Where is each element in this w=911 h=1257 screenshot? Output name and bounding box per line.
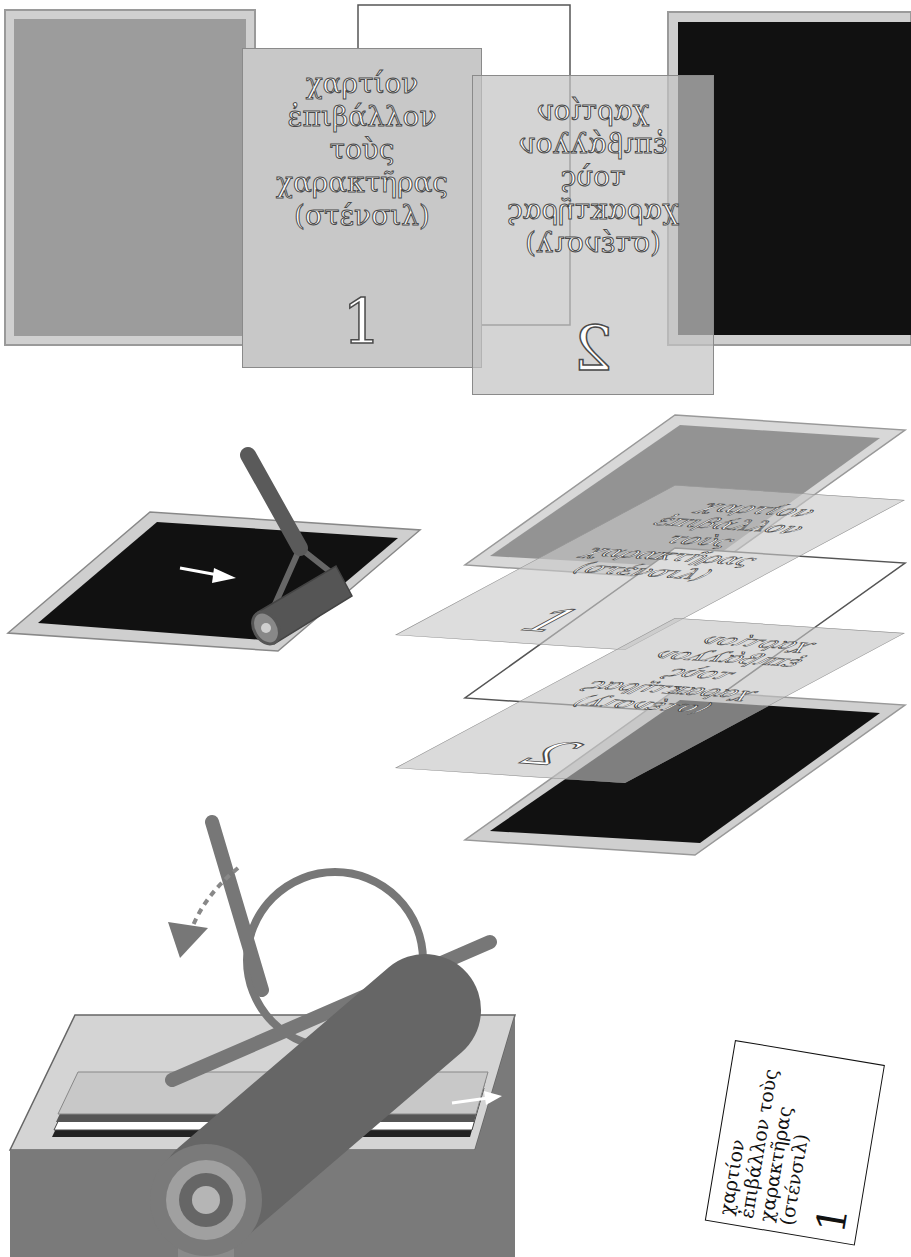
sheet-content: χαρτίον ἐπιβάλλον τοὺς χαρακτῆρας (στένσ…: [473, 76, 713, 394]
sheet-number: 2: [573, 318, 612, 380]
press-cylinder-end: [150, 1144, 262, 1256]
press-cylinder-hub: [179, 1173, 233, 1227]
stencil-text: χαρτίον ἐπιβάλλον τοὺς χαρακτῆρας (στένσ…: [253, 67, 471, 232]
grey-plate: [5, 10, 255, 345]
roller-end: [247, 607, 285, 648]
stencil-text: χαρτίον ἐπιβάλλον τοὺς χαρακτῆρας (στένσ…: [483, 94, 703, 259]
press-cylinder-ring: [166, 1160, 246, 1240]
sheet-number: 1: [342, 291, 381, 353]
roller-handle: [248, 455, 300, 548]
roller-axle: [261, 623, 271, 633]
press-axle: [192, 1186, 220, 1214]
stencil-text: χαρτίον ἐπιβάλλον τοὺς χαρακτῆρας (στένσ…: [715, 1052, 823, 1226]
sheet-content: χαρτίον ἐπιβάλλον τοὺς χαρακτῆρας (στένσ…: [706, 1041, 886, 1247]
printed-sheet: χαρτίον ἐπιβάλλον τοὺς χαρακτῆρας (στένσ…: [705, 1040, 885, 1246]
turn-arrow: [192, 868, 238, 928]
sheet-content: χαρτίον ἐπιβάλλον τοὺς χαρακτῆρας (στένσ…: [243, 49, 481, 367]
press-arrowhead: [484, 1091, 502, 1105]
mirrored-sheet: χαρτίον ἐπιβάλλον τοὺς χαρακτῆρας (στένσ…: [472, 75, 714, 395]
turn-arrowhead: [168, 922, 208, 958]
roll-arrowhead: [212, 568, 236, 583]
ink-plate: [8, 512, 420, 651]
sheet-number: 1: [810, 1204, 854, 1236]
grey-plate-face: [14, 19, 246, 336]
roll-arrow: [180, 568, 218, 575]
stencil-sheet: χαρτίον ἐπιβάλλον τοὺς χαρακτῆρας (στένσ…: [242, 48, 482, 368]
sheet-number: 2: [504, 738, 596, 770]
sheet-number: 1: [504, 605, 596, 637]
press-spoke: [212, 822, 262, 990]
press-arrow: [452, 1098, 488, 1103]
